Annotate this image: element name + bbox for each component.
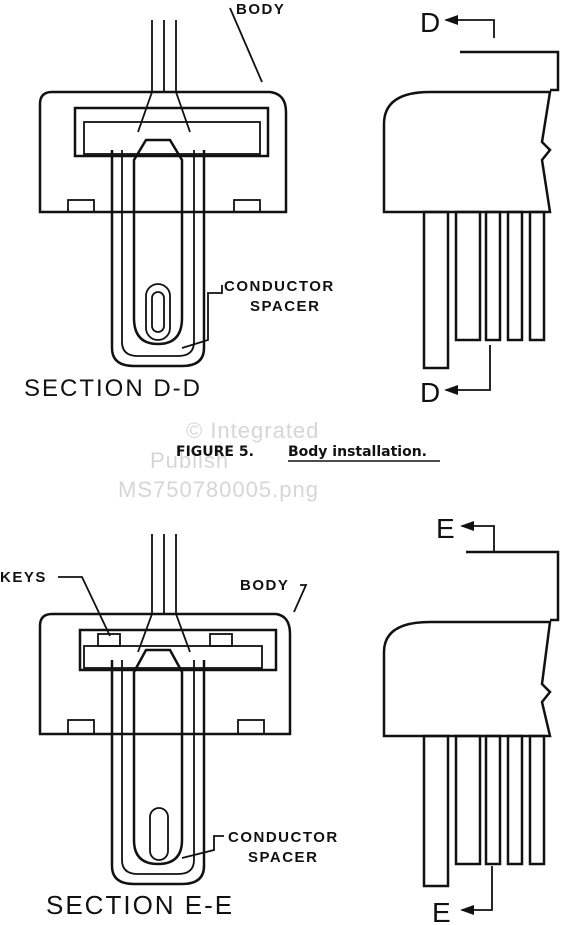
label-conductor-d: CONDUCTOR — [224, 278, 335, 295]
watermark-line-1: © Integrated — [186, 418, 319, 443]
boot-sleeve-e — [110, 660, 206, 886]
watermark-line-2: Publish — [150, 448, 229, 473]
leader-keys — [58, 576, 111, 637]
body-block-e — [38, 612, 292, 736]
cut-arrow-e-top — [462, 525, 495, 552]
pin-e-3 — [484, 734, 502, 866]
figure5-caption-number: FIGURE 5. — [176, 444, 254, 460]
body-cavity-e — [78, 628, 278, 672]
cut-arrow-d-top — [446, 19, 495, 38]
leader-body — [229, 7, 263, 83]
cable-stub-e — [466, 550, 560, 622]
spacer-plate — [83, 121, 261, 155]
spacer-plate-e — [83, 645, 263, 669]
body-notch-left — [67, 199, 95, 213]
body-cavity — [73, 106, 270, 158]
boot-inner-line-e — [121, 660, 195, 875]
conductor-core-e — [132, 648, 184, 866]
label-spacer-d: SPACER — [250, 298, 320, 315]
top-pins-e — [151, 534, 177, 614]
cut-arrow-e-bottom — [462, 866, 493, 911]
boot-sleeve — [110, 150, 206, 368]
side-view-e — [382, 521, 560, 915]
label-keys: KEYS — [0, 569, 47, 586]
pin-e-2 — [454, 734, 482, 866]
arrowhead-d-top — [444, 15, 458, 25]
cut-label-e-top: E — [436, 513, 455, 544]
pin-d-4 — [506, 210, 524, 342]
section-title-d-d: SECTION D-D — [24, 375, 202, 402]
cut-label-e-bottom: E — [432, 897, 451, 925]
pin-e-5 — [528, 734, 546, 866]
conductor-core — [132, 138, 184, 346]
conductor-slot-insert — [151, 291, 165, 333]
figure5-caption-text: Body installation. — [288, 444, 427, 460]
label-conductor-e: CONDUCTOR — [228, 829, 339, 846]
pin-flare-e — [137, 613, 191, 653]
pin-e-4 — [506, 734, 524, 866]
arrowhead-e-top — [460, 521, 474, 531]
side-view-d — [382, 15, 560, 395]
body-notch-right-e — [237, 719, 265, 735]
body-block — [38, 90, 288, 214]
watermark: © Integrated Publish MS750780005.png — [118, 418, 319, 502]
cut-arrow-d-bottom — [446, 345, 491, 391]
leader-body-e — [293, 584, 308, 613]
conductor-slot-e — [149, 807, 169, 861]
key-right — [209, 633, 233, 647]
pin-d-3 — [484, 210, 502, 342]
top-pins — [151, 20, 177, 92]
pin-e-1 — [422, 734, 450, 888]
pin-d-2 — [454, 210, 482, 342]
connector-housing-e — [382, 620, 552, 738]
section-title-e-e: SECTION E-E — [46, 890, 234, 920]
cut-label-d-top: D — [420, 7, 440, 38]
leader-conductor — [181, 285, 223, 349]
body-notch-right — [233, 199, 261, 213]
pin-d-5 — [528, 210, 546, 342]
arrowhead-e-bottom — [460, 905, 474, 915]
pin-d-1 — [422, 210, 450, 370]
cut-label-d-bottom: D — [420, 377, 440, 408]
cable-stub-d — [460, 50, 560, 92]
leader-conductor-e — [181, 835, 224, 859]
pin-flare — [137, 91, 191, 133]
section-d-d-drawing — [38, 7, 288, 368]
arrowhead-d-bottom — [444, 385, 458, 395]
boot-inner-line — [121, 150, 195, 357]
section-e-e-drawing — [38, 534, 308, 886]
label-spacer-e: SPACER — [248, 849, 318, 866]
watermark-line-3: MS750780005.png — [118, 477, 319, 502]
body-notch-left-e — [67, 719, 95, 735]
conductor-slot — [145, 283, 171, 341]
connector-housing-d — [382, 90, 552, 214]
label-body-d: BODY — [236, 1, 285, 18]
label-body-e: BODY — [240, 577, 289, 594]
